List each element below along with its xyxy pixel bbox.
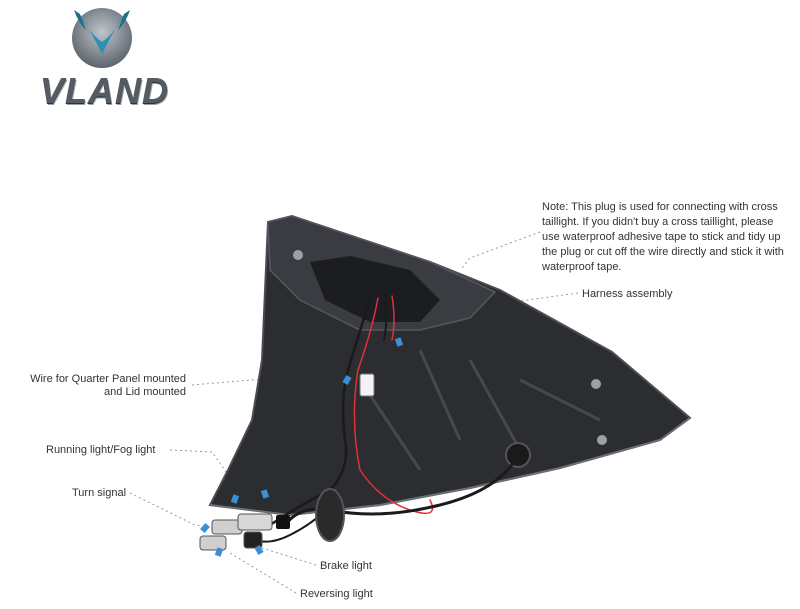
- white-plug: [359, 373, 375, 397]
- housing-edge-highlight: [209, 417, 691, 517]
- label-harness-assembly: Harness assembly: [582, 288, 673, 300]
- note-text: Note: This plug is used for connecting w…: [542, 201, 784, 273]
- label-reversing-light: Reversing light: [300, 588, 373, 600]
- label-turn-signal: Turn signal: [72, 487, 127, 499]
- rubber-grommet: [315, 488, 345, 542]
- logo-wordmark: VLAND: [40, 70, 169, 111]
- label-brake-light: Brake light: [320, 560, 372, 572]
- label-running-fog-light: Running light/Fog light: [46, 444, 156, 456]
- bulb-sockets: [199, 513, 290, 551]
- housing-recess: [310, 256, 440, 322]
- label-lid-mounted: and Lid mounted: [104, 386, 186, 398]
- brand-logo: VLAND: [40, 4, 169, 112]
- logo-emblem-icon: [72, 8, 132, 68]
- mounting-screws: [293, 250, 607, 445]
- label-wire-quarter-panel: Wire for Quarter Panel mounted: [30, 373, 186, 385]
- wire-clips: [200, 337, 404, 557]
